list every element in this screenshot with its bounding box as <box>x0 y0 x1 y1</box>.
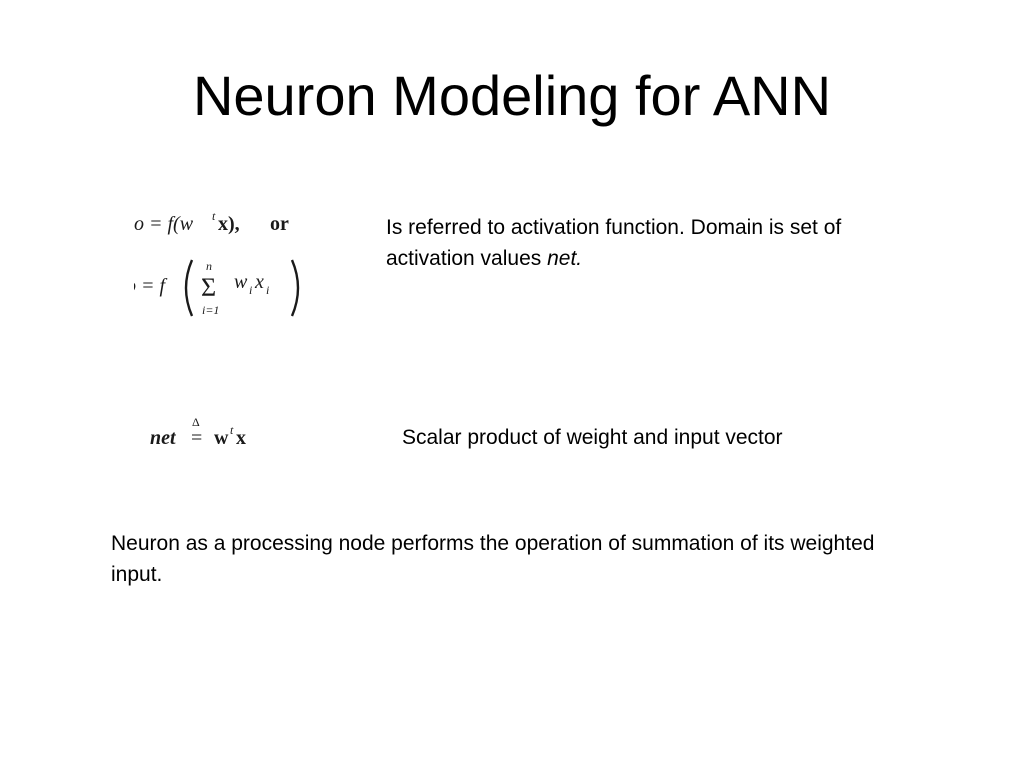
sum-term-x: x <box>254 271 264 293</box>
sum-term-w-sub: i <box>249 283 252 297</box>
weight-vector: w <box>214 427 229 449</box>
formula-1-line1-rest: x), <box>218 213 240 235</box>
sum-term-x-sub: i <box>266 283 269 297</box>
net-symbol: net <box>150 427 177 449</box>
formula-1-line2-lhs: o = f <box>134 275 167 297</box>
sum-symbol: Σ <box>201 273 216 302</box>
activation-description-text: Is referred to activation function. Doma… <box>386 216 842 270</box>
right-paren <box>290 259 300 317</box>
delta-symbol: Δ <box>192 415 200 429</box>
transpose-sup: t <box>230 423 234 437</box>
formula-1-line1-sup: t <box>212 209 216 223</box>
slide-title: Neuron Modeling for ANN <box>192 64 832 127</box>
activation-formula: o = f(w t x), or o = f n Σ i=1 w i x i <box>134 209 300 317</box>
input-vector: x <box>236 427 246 449</box>
sum-term-w: w <box>234 271 248 293</box>
formula-1-or: or <box>270 213 289 235</box>
activation-function-description: Is referred to activation function. Doma… <box>386 212 906 274</box>
sum-lower: i=1 <box>202 303 219 317</box>
net-italic: net. <box>547 247 583 270</box>
neuron-summation-description: Neuron as a processing node performs the… <box>111 532 875 586</box>
sum-upper: n <box>206 259 212 273</box>
left-paren <box>184 259 194 317</box>
net-definition-formula: net Δ = w t x <box>150 415 246 449</box>
formula-1-line1-lhs: o = f(w <box>134 213 194 235</box>
equals-symbol: = <box>191 427 202 449</box>
scalar-product-description: Scalar product of weight and input vecto… <box>402 426 783 449</box>
